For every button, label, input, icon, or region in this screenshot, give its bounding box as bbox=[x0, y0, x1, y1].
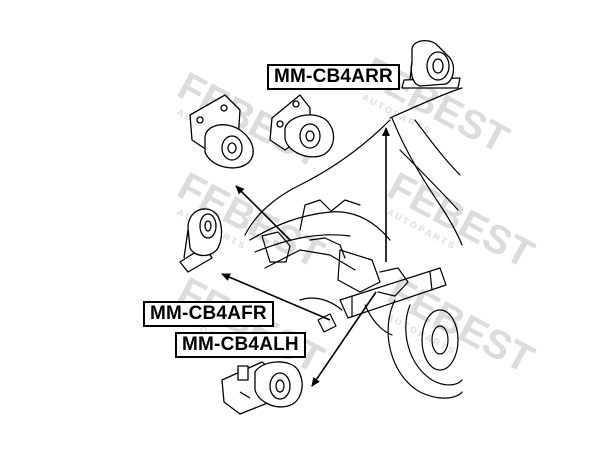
arrow-front bbox=[221, 273, 331, 321]
pointer-arrows bbox=[221, 127, 390, 387]
mount-rear-drawing bbox=[401, 39, 461, 89]
part-label-rear: MM-CB4ARR bbox=[267, 64, 400, 90]
arrow-engine bbox=[235, 185, 291, 241]
arrow-left bbox=[311, 291, 377, 387]
part-label-front: MM-CB4AFR bbox=[143, 301, 274, 327]
mount-front-drawing bbox=[179, 208, 223, 273]
mount-engine-drawing-b bbox=[269, 94, 335, 158]
mount-left-drawing bbox=[221, 361, 303, 415]
mount-engine-drawing-a bbox=[189, 94, 254, 169]
vehicle-body-drawing bbox=[244, 87, 463, 399]
part-label-left: MM-CB4ALH bbox=[175, 332, 306, 358]
